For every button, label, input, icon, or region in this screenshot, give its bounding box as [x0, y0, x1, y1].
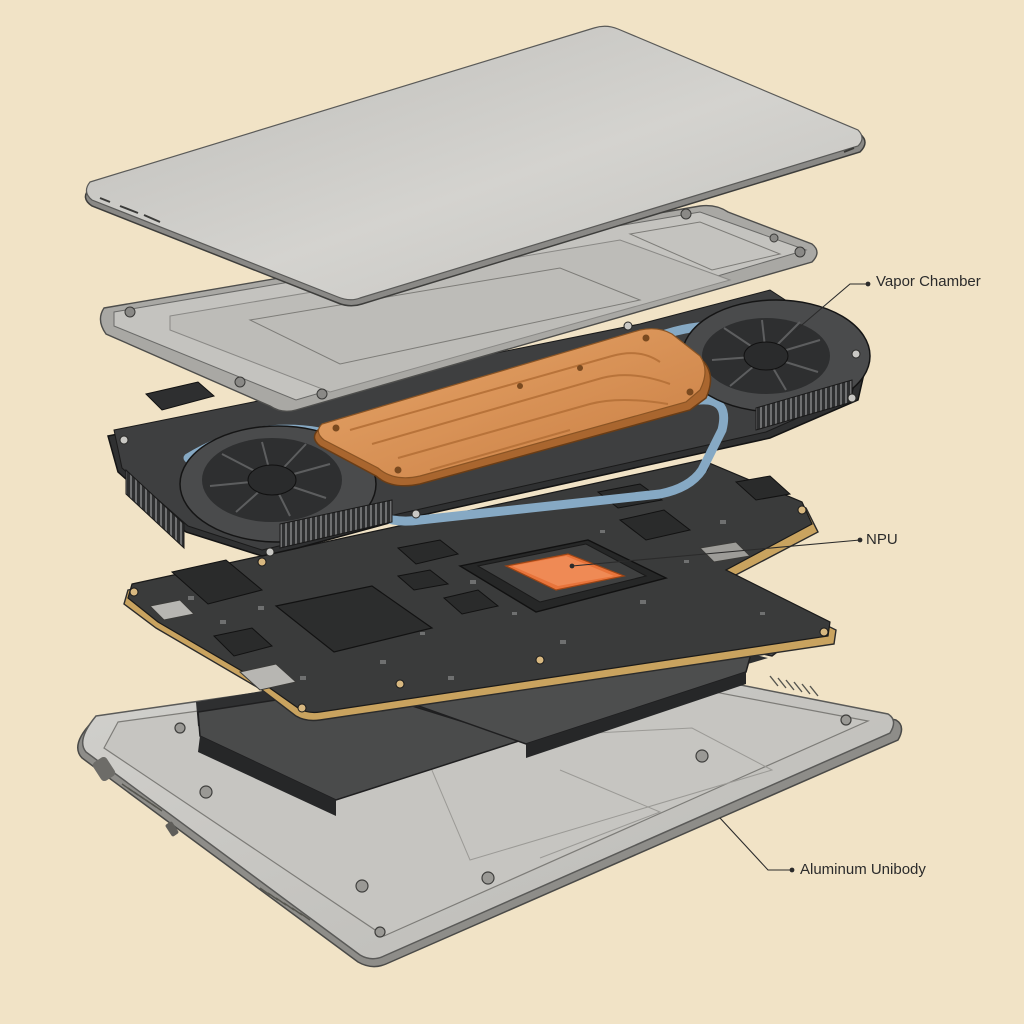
- logic-board: [123, 459, 837, 722]
- left-fan: [179, 425, 377, 543]
- right-fan: [681, 299, 871, 413]
- aluminum-unibody-leader: [719, 817, 792, 871]
- npu-leader: [571, 539, 861, 567]
- vapor-chamber: [313, 328, 712, 487]
- top-frame: [99, 204, 818, 413]
- npu-label: NPU: [866, 531, 898, 548]
- callout-leaders: [571, 283, 868, 871]
- aluminum-unibody-label: Aluminum Unibody: [800, 861, 926, 878]
- cooling-module: [107, 289, 871, 557]
- vapor-chamber-label: Vapor Chamber: [876, 273, 981, 290]
- top-lid: [84, 25, 866, 307]
- vapor-chamber-leader: [795, 283, 868, 331]
